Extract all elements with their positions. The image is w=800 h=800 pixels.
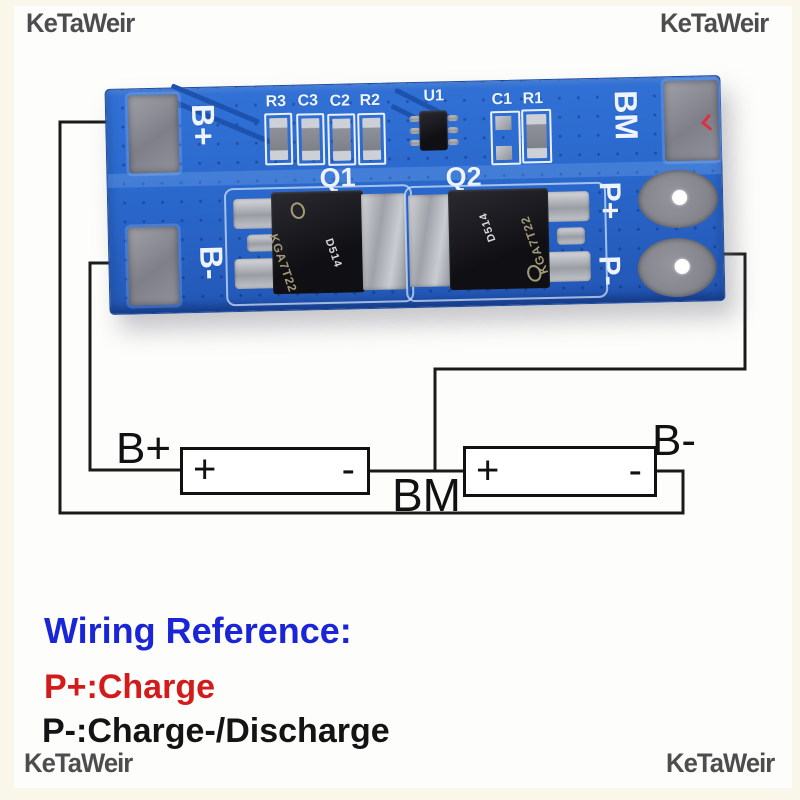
- b-minus-wire: [88, 261, 182, 472]
- p-minus-hole: [674, 258, 690, 275]
- u1-pin: [447, 114, 459, 122]
- c1-label: C1: [491, 90, 513, 109]
- bm-silk-label: BM: [607, 89, 645, 141]
- q2-tab: [408, 194, 453, 288]
- r2-label: R2: [359, 91, 381, 110]
- battery1-minus-sign: -: [341, 447, 355, 492]
- battery2-plus-sign: +: [476, 447, 500, 492]
- q2-lead: [543, 191, 590, 223]
- u1-chip: [419, 110, 448, 151]
- c3-label: C3: [297, 92, 319, 110]
- q1-mosfet-body: KGA7T22 D514: [267, 190, 366, 294]
- p-plus-hole: [671, 189, 688, 206]
- c2-label: C2: [329, 92, 351, 110]
- u1-label: U1: [423, 87, 445, 105]
- bm-p-minus-wire: [433, 252, 747, 471]
- r1-label: R1: [522, 90, 544, 108]
- battery1-plus-sign: +: [193, 447, 217, 492]
- wiring-reference-title: Wiring Reference:: [44, 610, 352, 651]
- diagram-bm-label: BM: [392, 469, 461, 521]
- q1-date-code: D514: [322, 236, 344, 270]
- p-minus-pad: [637, 237, 718, 298]
- bms-board: B+ B- BM P+ P- R3 C3 C2 R2 U1 C1 R1 Q1 Q: [104, 75, 726, 315]
- b-plus-wire: [58, 120, 685, 515]
- battery2-minus-sign: -: [628, 447, 642, 492]
- p-plus-pad: [637, 169, 719, 229]
- b-plus-silk-label: B+: [184, 103, 222, 147]
- capacitor-c3: [296, 113, 326, 166]
- r2-body: [362, 117, 382, 161]
- resistor-r3: [264, 112, 294, 166]
- watermark-top-right: KeTaWeir: [660, 8, 769, 38]
- ao-logo-icon: [288, 200, 308, 221]
- watermark-bottom-right: KeTaWeir: [666, 748, 775, 778]
- b-minus-pad: [127, 226, 180, 306]
- resistor-r1: [521, 108, 553, 164]
- p-plus-charge-note: P+:Charge: [44, 668, 215, 706]
- c1-pad: [495, 145, 513, 161]
- q2-mosfet-body: D514 KGA7T22: [447, 187, 551, 291]
- p-minus-charge-discharge-note: P-:Charge-/Discharge: [42, 712, 390, 750]
- q1-tab: [360, 193, 408, 291]
- resistor-r2: [357, 112, 387, 166]
- watermark-bottom-left: KeTaWeir: [24, 748, 133, 778]
- r3-body: [269, 117, 289, 161]
- diagram-b-plus-label: B+: [116, 424, 172, 473]
- diagram-b-minus-label: B-: [652, 416, 696, 465]
- q2-date-code: D514: [477, 210, 499, 244]
- c1-pad: [495, 115, 512, 131]
- watermark-top-left: KeTaWeir: [26, 8, 135, 38]
- u1-pin: [447, 126, 459, 134]
- capacitor-c2: [327, 113, 357, 166]
- b-plus-pad: [127, 94, 180, 174]
- u1-pin: [447, 138, 459, 146]
- trace-band: [107, 160, 722, 188]
- r1-body: [526, 114, 548, 159]
- c2-body: [332, 118, 352, 161]
- battery-cell-2: + -: [463, 446, 657, 497]
- q2-lead: [545, 251, 591, 283]
- battery-cell-1: + -: [180, 447, 370, 495]
- capacitor-c1: [490, 110, 522, 166]
- c3-body: [301, 118, 321, 161]
- q2-lead: [556, 227, 586, 245]
- r3-label: R3: [265, 92, 287, 111]
